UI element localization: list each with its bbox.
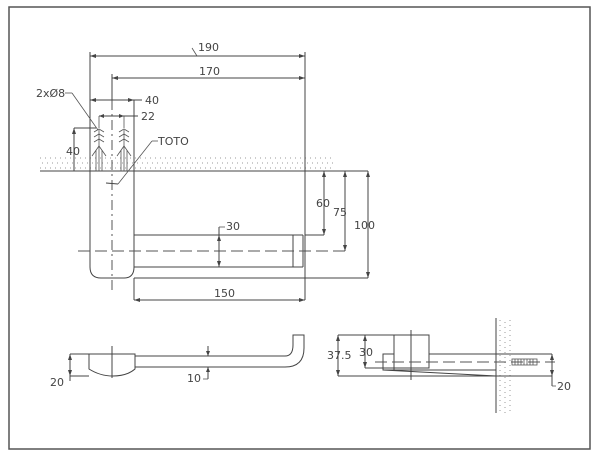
dim-rod-thickness: 10 — [187, 372, 201, 385]
top-view: 190 170 40 22 40 2xØ8 TOTO 60 — [36, 41, 375, 302]
hole-callout: 2xØ8 — [36, 87, 65, 100]
dim-anchor-depth: 40 — [66, 145, 80, 158]
rod-hook — [284, 334, 305, 368]
dim-bar-diameter: 30 — [226, 220, 240, 233]
dim-bar-height: 60 — [316, 197, 330, 210]
drawing-frame — [8, 6, 591, 450]
dim-base-height: 20 — [50, 376, 64, 389]
brand-label: TOTO — [157, 135, 189, 148]
dim-overall-width: 190 — [198, 41, 219, 54]
dim-total-height: 37.5 — [327, 349, 352, 362]
dim-hole-spacing: 22 — [141, 110, 155, 123]
dim-anchor-height: 20 — [557, 380, 571, 393]
base-profile — [88, 353, 136, 377]
toto-logo-mark — [105, 182, 119, 185]
dim-projection: 170 — [199, 65, 220, 78]
dim-mount-width: 40 — [145, 94, 159, 107]
bracket-outline — [89, 171, 135, 279]
dim-body-height: 30 — [359, 346, 373, 359]
front-view: 20 10 — [50, 334, 305, 389]
screw-icon — [511, 358, 538, 366]
anchor-plug-icon — [91, 128, 107, 171]
dim-bar-center: 75 — [333, 206, 347, 219]
dim-bar-length: 150 — [214, 287, 235, 300]
side-view: 37.5 30 20 — [327, 318, 571, 413]
anchor-plug-icon — [116, 128, 132, 171]
dim-overall-height: 100 — [354, 219, 375, 232]
